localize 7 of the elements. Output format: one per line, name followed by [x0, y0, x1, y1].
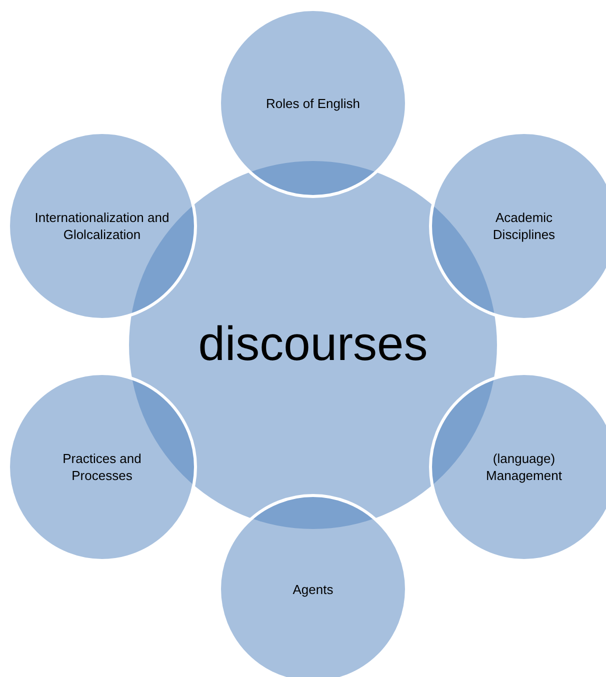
topic-label: (language) Management — [485, 450, 563, 484]
center-label: discourses — [198, 317, 428, 373]
topic-label: Practices and Processes — [62, 450, 142, 484]
topic-label: Roles of English — [266, 94, 360, 112]
topic-label: Internationalization and Glolcalization — [34, 209, 170, 243]
topic-label: Agents — [292, 580, 334, 598]
topic-label: Academic Disciplines — [492, 209, 556, 243]
